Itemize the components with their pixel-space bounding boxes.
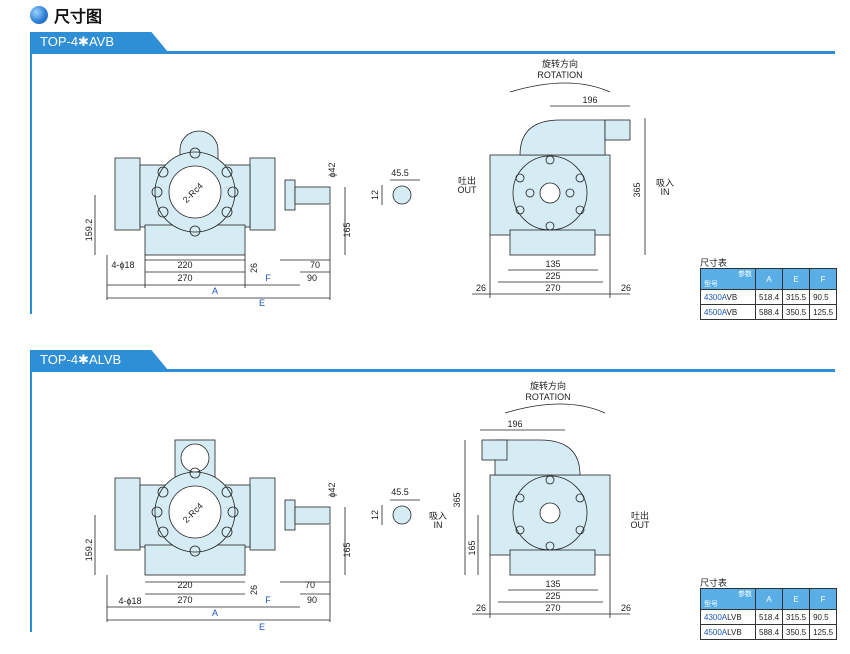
table-row: 4300ALVB 518.4 315.5 90.5 <box>700 609 838 625</box>
dim-a: A <box>212 286 218 296</box>
side-view-pump <box>481 439 611 576</box>
inlet-en: IN <box>434 520 443 530</box>
outlet-cn: 吐出 <box>631 510 649 521</box>
dimension-table-alvb: 参数 型号 A E F 4300ALVB 518.4 315.5 90.5 45… <box>700 588 838 640</box>
dim-a: A <box>212 608 218 618</box>
dim-26-left: 26 <box>476 283 486 293</box>
section-tab-avb: TOP-4✱AVB <box>30 32 168 52</box>
dim-26-right: 26 <box>621 603 631 613</box>
rotation-cn: 旋转方向 <box>530 380 566 391</box>
dim-26: 26 <box>249 263 259 273</box>
dim-70: 70 <box>310 260 320 270</box>
dim-159: 159.2 <box>84 539 94 562</box>
table-row: 4300AVB 518.4 315.5 90.5 <box>700 289 838 305</box>
dimension-table-avb: 参数 型号 A E F 4300AVB 518.4 315.5 90.5 450… <box>700 268 838 320</box>
table-row: 4500ALVB 588.4 350.5 125.5 <box>700 624 838 640</box>
dim-70: 70 <box>305 580 315 590</box>
rotation-en: ROTATION <box>525 392 570 402</box>
dim-220: 220 <box>177 580 192 590</box>
table-corner: 参数 型号 <box>700 268 756 290</box>
dim-270: 270 <box>177 595 192 605</box>
rotation-cn: 旋转方向 <box>542 58 578 69</box>
inlet-en: IN <box>661 187 670 197</box>
dim-26-left: 26 <box>476 603 486 613</box>
rotation-en: ROTATION <box>537 70 582 80</box>
dim-165: 165 <box>342 542 352 557</box>
dim-220: 220 <box>177 260 192 270</box>
side-view-pump <box>489 119 631 256</box>
section-avb: TOP-4✱AVB <box>30 32 850 317</box>
dim-shaft: ϕ42 <box>327 482 337 497</box>
dim-165: 165 <box>342 222 352 237</box>
dim-135: 135 <box>545 259 560 269</box>
dim-196: 196 <box>507 419 522 429</box>
bolt-hole <box>189 147 201 159</box>
dim-f: F <box>265 273 271 283</box>
section-tab-alvb: TOP-4✱ALVB <box>30 350 168 370</box>
dim-225: 225 <box>545 271 560 281</box>
front-view-pump <box>114 130 331 256</box>
dim-26: 26 <box>249 585 259 595</box>
dim-159: 159.2 <box>84 219 94 242</box>
dim-165-side: 165 <box>467 540 477 555</box>
dim-90: 90 <box>307 595 317 605</box>
dim-365: 365 <box>452 492 462 507</box>
key-height: 12 <box>370 190 380 200</box>
dim-bolt: 4-ϕ18 <box>118 596 141 606</box>
dim-e: E <box>259 298 265 308</box>
key-width: 45.5 <box>391 487 409 497</box>
front-view-pump <box>114 439 331 576</box>
dim-bolt: 4-ϕ18 <box>111 260 134 270</box>
dim-270-side: 270 <box>545 603 560 613</box>
dim-f: F <box>265 595 271 605</box>
inlet-cn: 吸入 <box>429 511 447 521</box>
inlet-cn: 吸入 <box>656 178 674 188</box>
dim-365: 365 <box>632 182 642 197</box>
dim-shaft: ϕ42 <box>327 162 337 177</box>
page-title: 尺寸图 <box>54 7 103 26</box>
dim-270-side: 270 <box>545 283 560 293</box>
table-corner: 参数 型号 <box>700 588 756 610</box>
key-height: 12 <box>370 510 380 520</box>
dim-e: E <box>259 622 265 632</box>
dim-196: 196 <box>582 95 597 105</box>
dim-135: 135 <box>545 579 560 589</box>
page-header: 尺寸图 <box>30 4 102 26</box>
outlet-en: OUT <box>631 520 651 530</box>
key-width: 45.5 <box>391 168 409 178</box>
dim-270: 270 <box>177 273 192 283</box>
table-header-row: 参数 型号 A E F <box>700 268 838 290</box>
dim-26-right: 26 <box>621 283 631 293</box>
table-header-row: 参数 型号 A E F <box>700 588 838 610</box>
dim-90: 90 <box>307 273 317 283</box>
outlet-cn: 吐出 <box>458 175 476 186</box>
bullet-icon <box>30 6 48 24</box>
table-title: 尺寸表 <box>700 258 728 268</box>
table-title: 尺寸表 <box>700 578 728 588</box>
section-alvb: TOP-4✱ALVB <box>30 350 850 635</box>
dim-225: 225 <box>545 591 560 601</box>
outlet-en: OUT <box>458 185 478 195</box>
table-row: 4500AVB 588.4 350.5 125.5 <box>700 304 838 320</box>
